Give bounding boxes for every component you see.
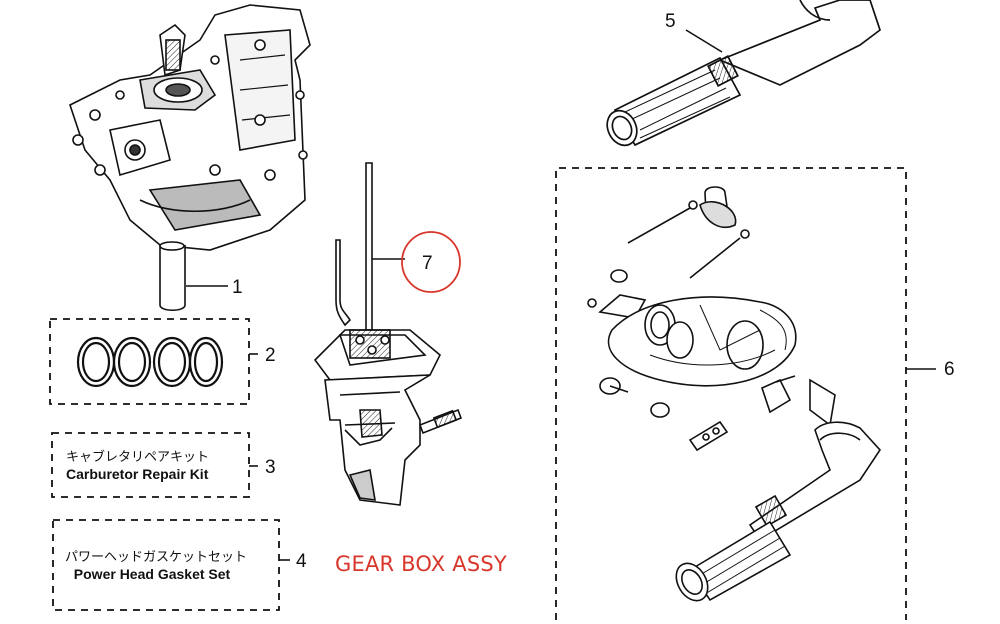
callout-1: 1 (232, 277, 243, 298)
callout-4: 4 (296, 551, 307, 572)
gasket-set-label: パワーヘッドガスケットセット Power Head Gasket Set (65, 550, 247, 582)
power-head-drawing (69, 4, 311, 312)
callout-6: 6 (944, 359, 955, 380)
o-ring-set-drawing (76, 336, 224, 388)
o-ring-box (49, 318, 250, 405)
gasket-set-box (52, 519, 280, 611)
throttle-assembly-drawing (587, 186, 882, 602)
gasket-set-jp: パワーヘッドガスケットセット (65, 550, 248, 565)
tiller-handle-drawing (606, 0, 882, 147)
carburetor-kit-jp: キャブレタリペアキット (66, 450, 210, 465)
gasket-set-en: Power Head Gasket Set (73, 565, 231, 582)
carburetor-kit-label: キャブレタリペアキット Carburetor Repair Kit (66, 450, 209, 482)
callout-5: 5 (665, 11, 676, 32)
callout-7-highlight (401, 231, 461, 293)
gear-box-drawing (313, 162, 463, 506)
callout-2: 2 (265, 345, 276, 366)
throttle-assembly-box (555, 167, 907, 620)
callout-3: 3 (265, 457, 276, 478)
callout-7: 7 (422, 253, 433, 274)
carburetor-kit-en: Carburetor Repair Kit (66, 465, 209, 482)
gear-box-assy-label: GEAR BOX ASSY (335, 552, 507, 576)
